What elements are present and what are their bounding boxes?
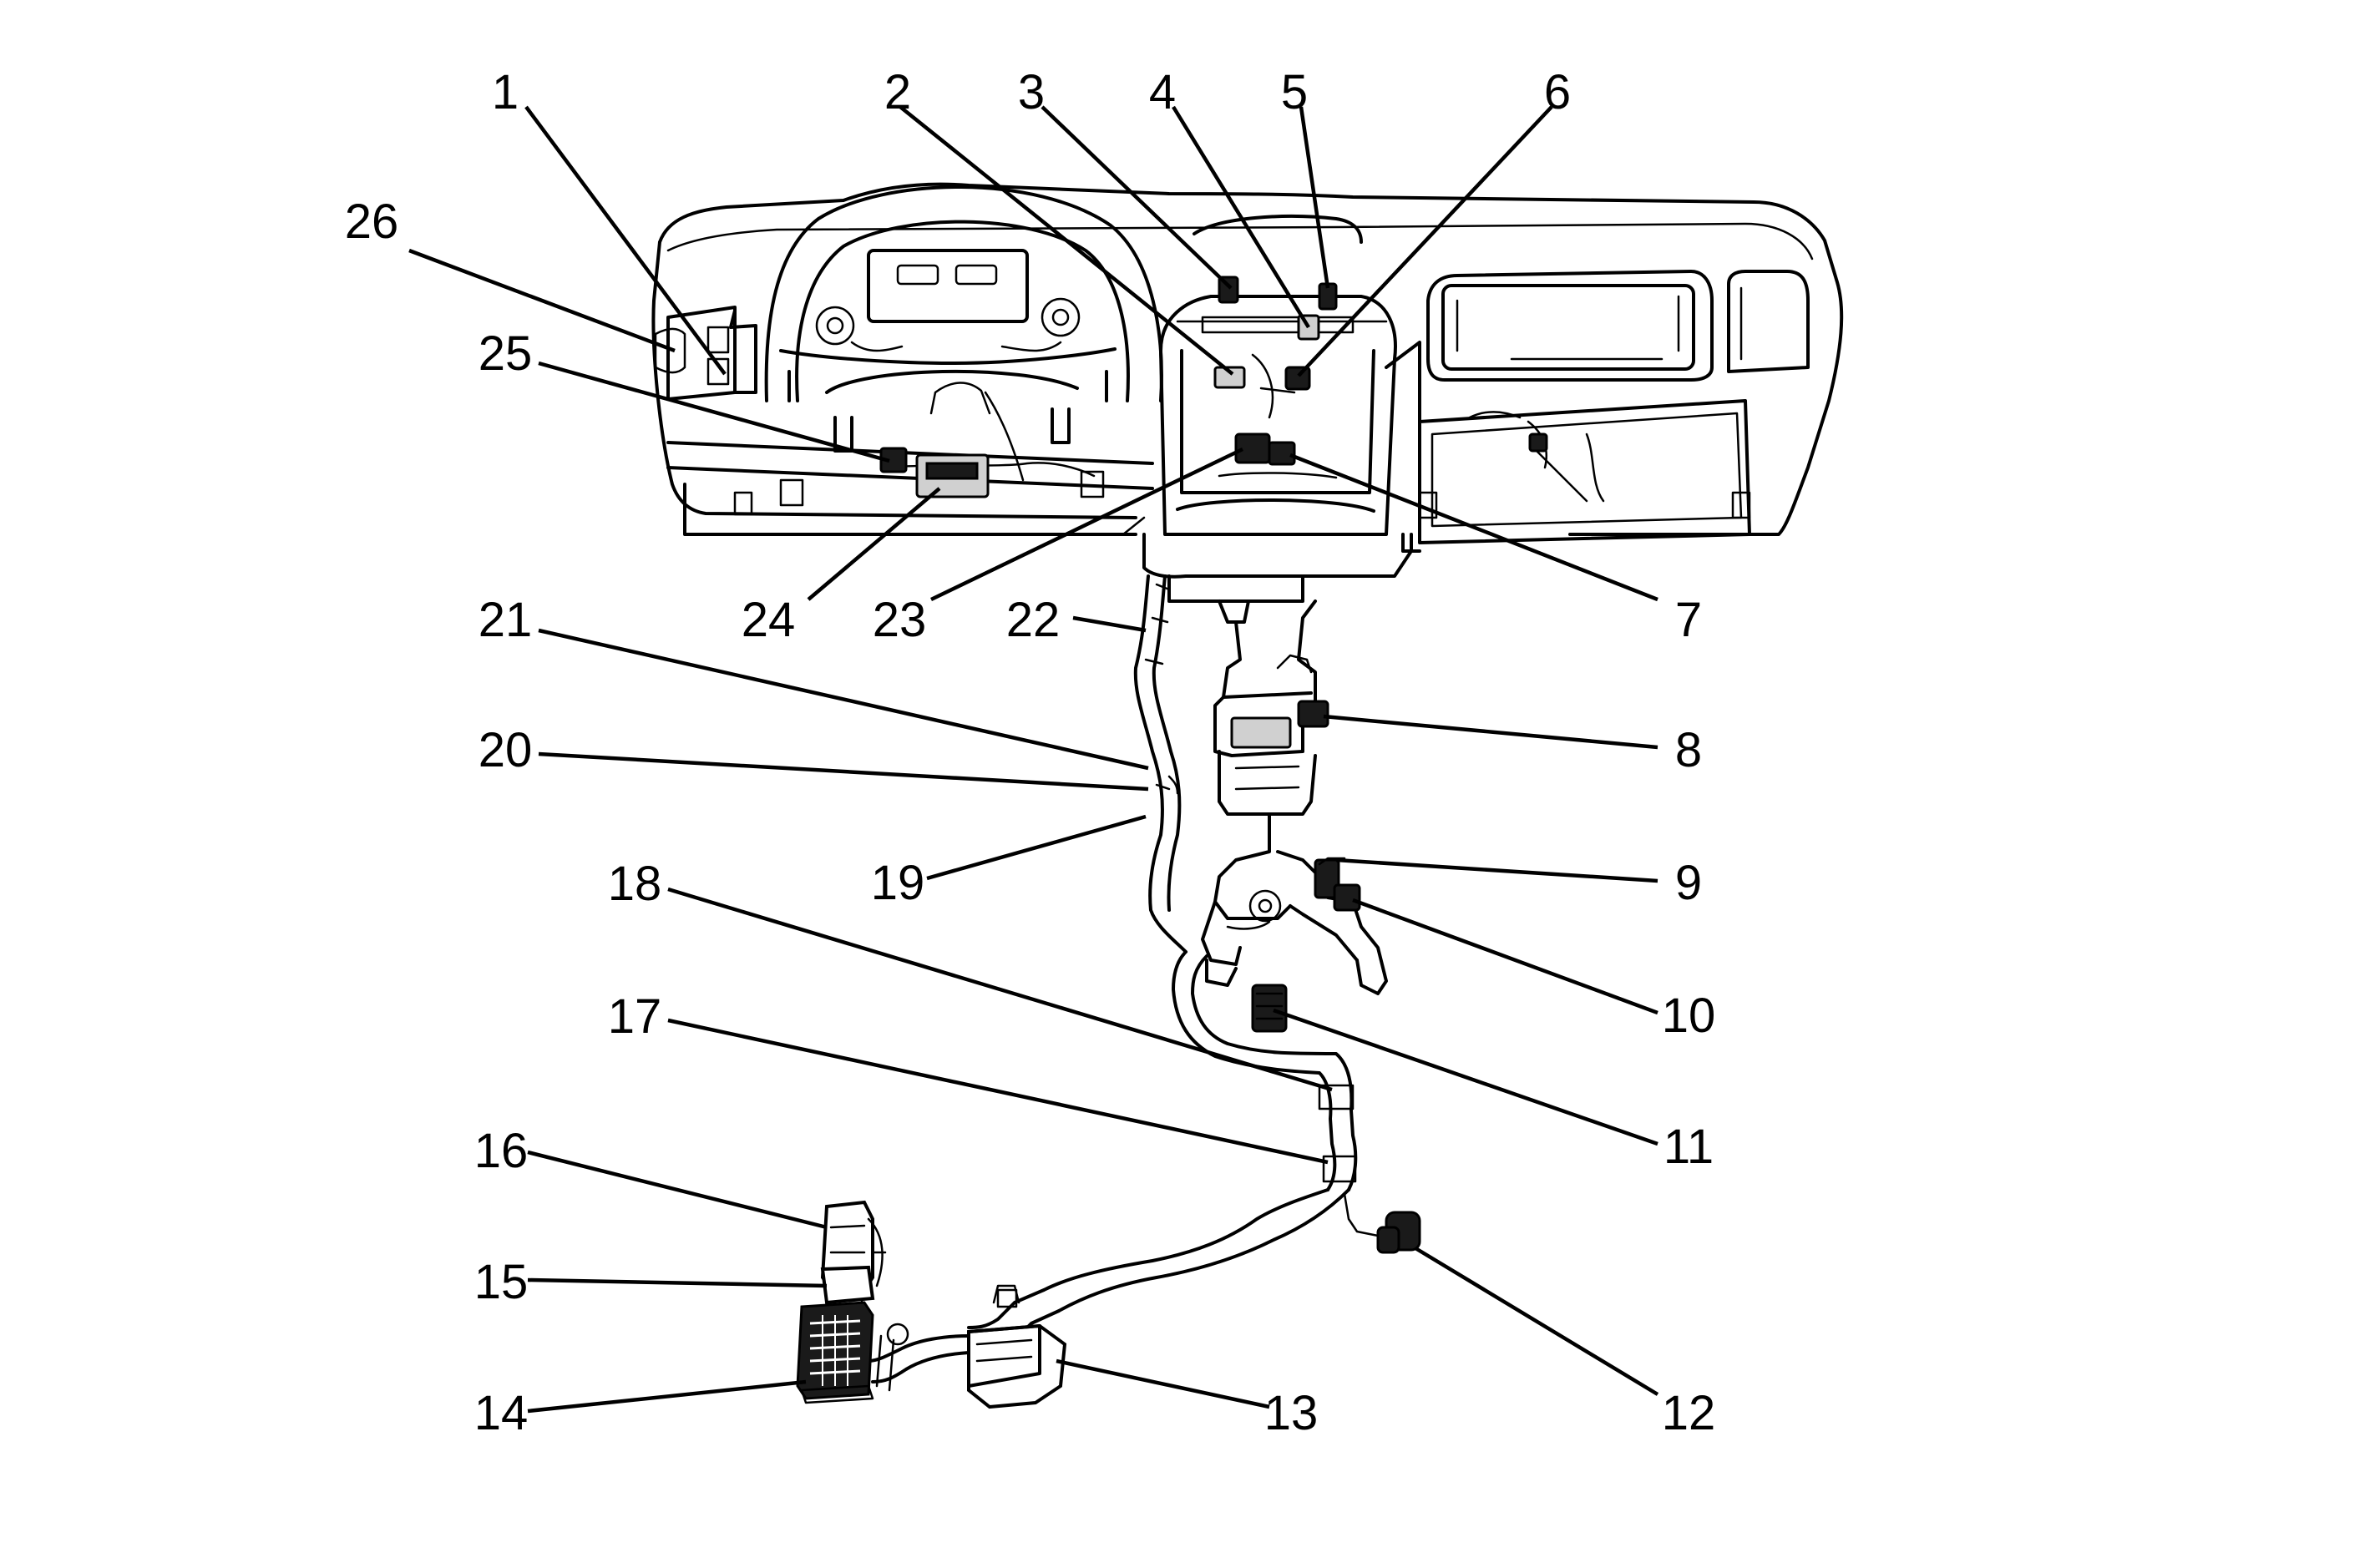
callout-5: 5	[1281, 65, 1308, 119]
leader-25	[538, 361, 890, 463]
callout-9: 9	[1675, 856, 1702, 910]
instrument-panel	[651, 182, 1844, 579]
callout-14: 14	[474, 1386, 529, 1440]
callout-19: 19	[871, 856, 925, 910]
leader-2	[899, 105, 1234, 376]
leader-7	[1289, 453, 1658, 602]
leader-16	[527, 1150, 828, 1230]
leader-13	[1056, 1358, 1270, 1409]
leader-3	[1041, 105, 1233, 290]
leader-21	[538, 628, 1149, 771]
callout-12: 12	[1662, 1386, 1716, 1440]
callout-23: 23	[873, 593, 927, 647]
leader-5	[1299, 106, 1330, 289]
callout-20: 20	[479, 723, 533, 777]
leader-8	[1323, 714, 1658, 750]
callout-13: 13	[1264, 1386, 1319, 1440]
fuse-grid	[809, 1315, 861, 1386]
leader-12	[1414, 1247, 1659, 1396]
harness-trunk	[1042, 574, 1421, 1313]
leader-lines	[408, 105, 1659, 1414]
leader-9	[1335, 857, 1658, 883]
callout-1: 1	[492, 65, 519, 119]
callout-21: 21	[479, 593, 533, 647]
leader-26	[408, 248, 676, 353]
callout-7: 7	[1675, 593, 1702, 647]
callout-17: 17	[608, 989, 662, 1044]
callout-18: 18	[608, 857, 662, 911]
callout-4: 4	[1149, 65, 1176, 119]
leader-14	[527, 1379, 807, 1414]
leader-6	[1297, 105, 1553, 377]
callout-10: 10	[1662, 989, 1716, 1043]
leader-11	[1273, 1008, 1658, 1146]
callout-26: 26	[345, 195, 399, 249]
leader-19	[926, 814, 1147, 881]
callout-24: 24	[742, 593, 796, 647]
callout-6: 6	[1544, 65, 1571, 119]
leader-10	[1352, 898, 1658, 1015]
callout-25: 25	[479, 326, 533, 381]
leader-4	[1172, 105, 1310, 329]
callout-15: 15	[474, 1255, 529, 1309]
callout-2: 2	[884, 65, 911, 119]
leader-15	[527, 1277, 828, 1288]
leader-20	[538, 751, 1149, 792]
callout-11: 11	[1663, 1120, 1714, 1174]
leader-1	[524, 105, 727, 376]
callout-22: 22	[1006, 593, 1061, 647]
lower-modules	[796, 1200, 1067, 1409]
callout-3: 3	[1018, 65, 1045, 119]
leader-22	[1072, 615, 1147, 633]
leader-18	[667, 887, 1333, 1092]
leader-17	[667, 1018, 1329, 1165]
callout-16: 16	[474, 1124, 529, 1178]
center-bracket	[1167, 574, 1388, 1033]
callout-8: 8	[1675, 723, 1702, 777]
leader-23	[930, 447, 1243, 602]
callout-labels: 1 2 3 4 5 6 7 8 9 10 11 12 13 14 15 16 1…	[345, 65, 1716, 1440]
leader-24	[807, 487, 941, 601]
